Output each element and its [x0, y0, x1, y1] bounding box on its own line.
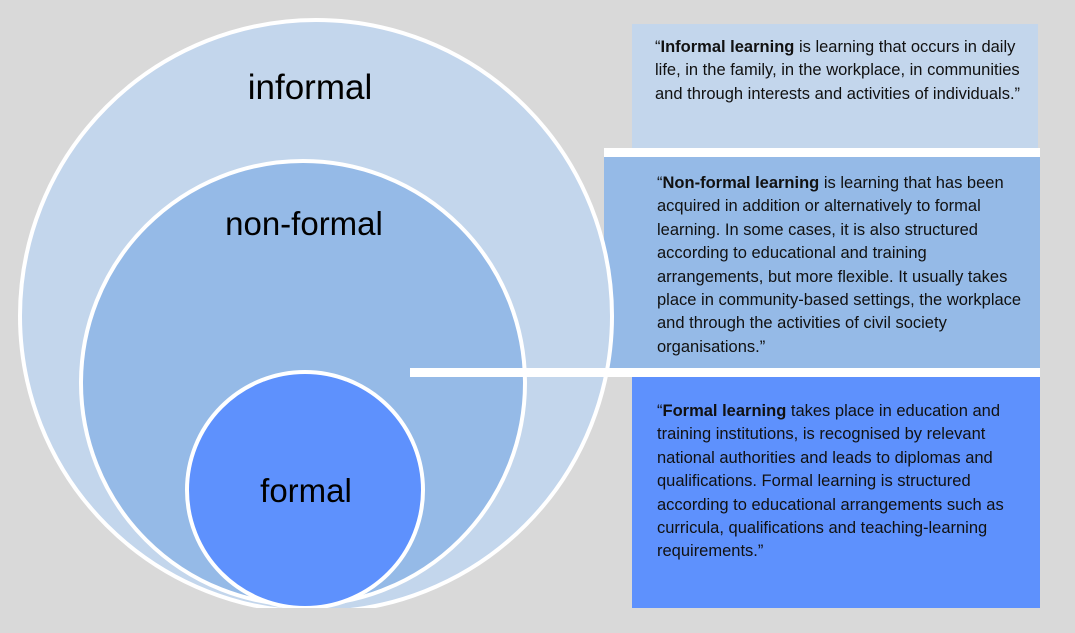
circle-label-non-formal: non-formal: [225, 205, 383, 242]
definition-text-informal: “Informal learning is learning that occu…: [655, 36, 1027, 106]
body-non-formal: is learning that has been acquired in ad…: [657, 174, 1022, 356]
term-non-formal: Non-formal learning: [662, 174, 820, 192]
circle-label-informal: informal: [247, 68, 373, 107]
panel-shape-nonformal: [604, 156, 1040, 372]
panel-fill-formal: [632, 376, 1040, 608]
body-informal: is learning that occurs in daily life, i…: [655, 38, 1021, 103]
panel-shape-informal: [632, 24, 1038, 152]
panel-separators: [410, 148, 1040, 377]
panel-fill-informal: [632, 24, 1038, 152]
body-formal: takes place in education and training in…: [657, 402, 1004, 561]
term-informal: Informal learning: [660, 38, 795, 56]
panel-fill-nonformal: [604, 156, 1040, 372]
bottom-margin: [0, 608, 1075, 633]
circle-label-formal: formal: [260, 472, 352, 509]
term-formal: Formal learning: [662, 402, 787, 420]
quote-open-informal: “: [655, 38, 661, 56]
quote-open-non-formal: “: [657, 174, 663, 192]
quote-open-formal: “: [657, 402, 663, 420]
definition-text-formal: “Formal learning takes place in educatio…: [657, 400, 1037, 564]
definition-text-non-formal: “Non-formal learning is learning that ha…: [657, 172, 1035, 359]
